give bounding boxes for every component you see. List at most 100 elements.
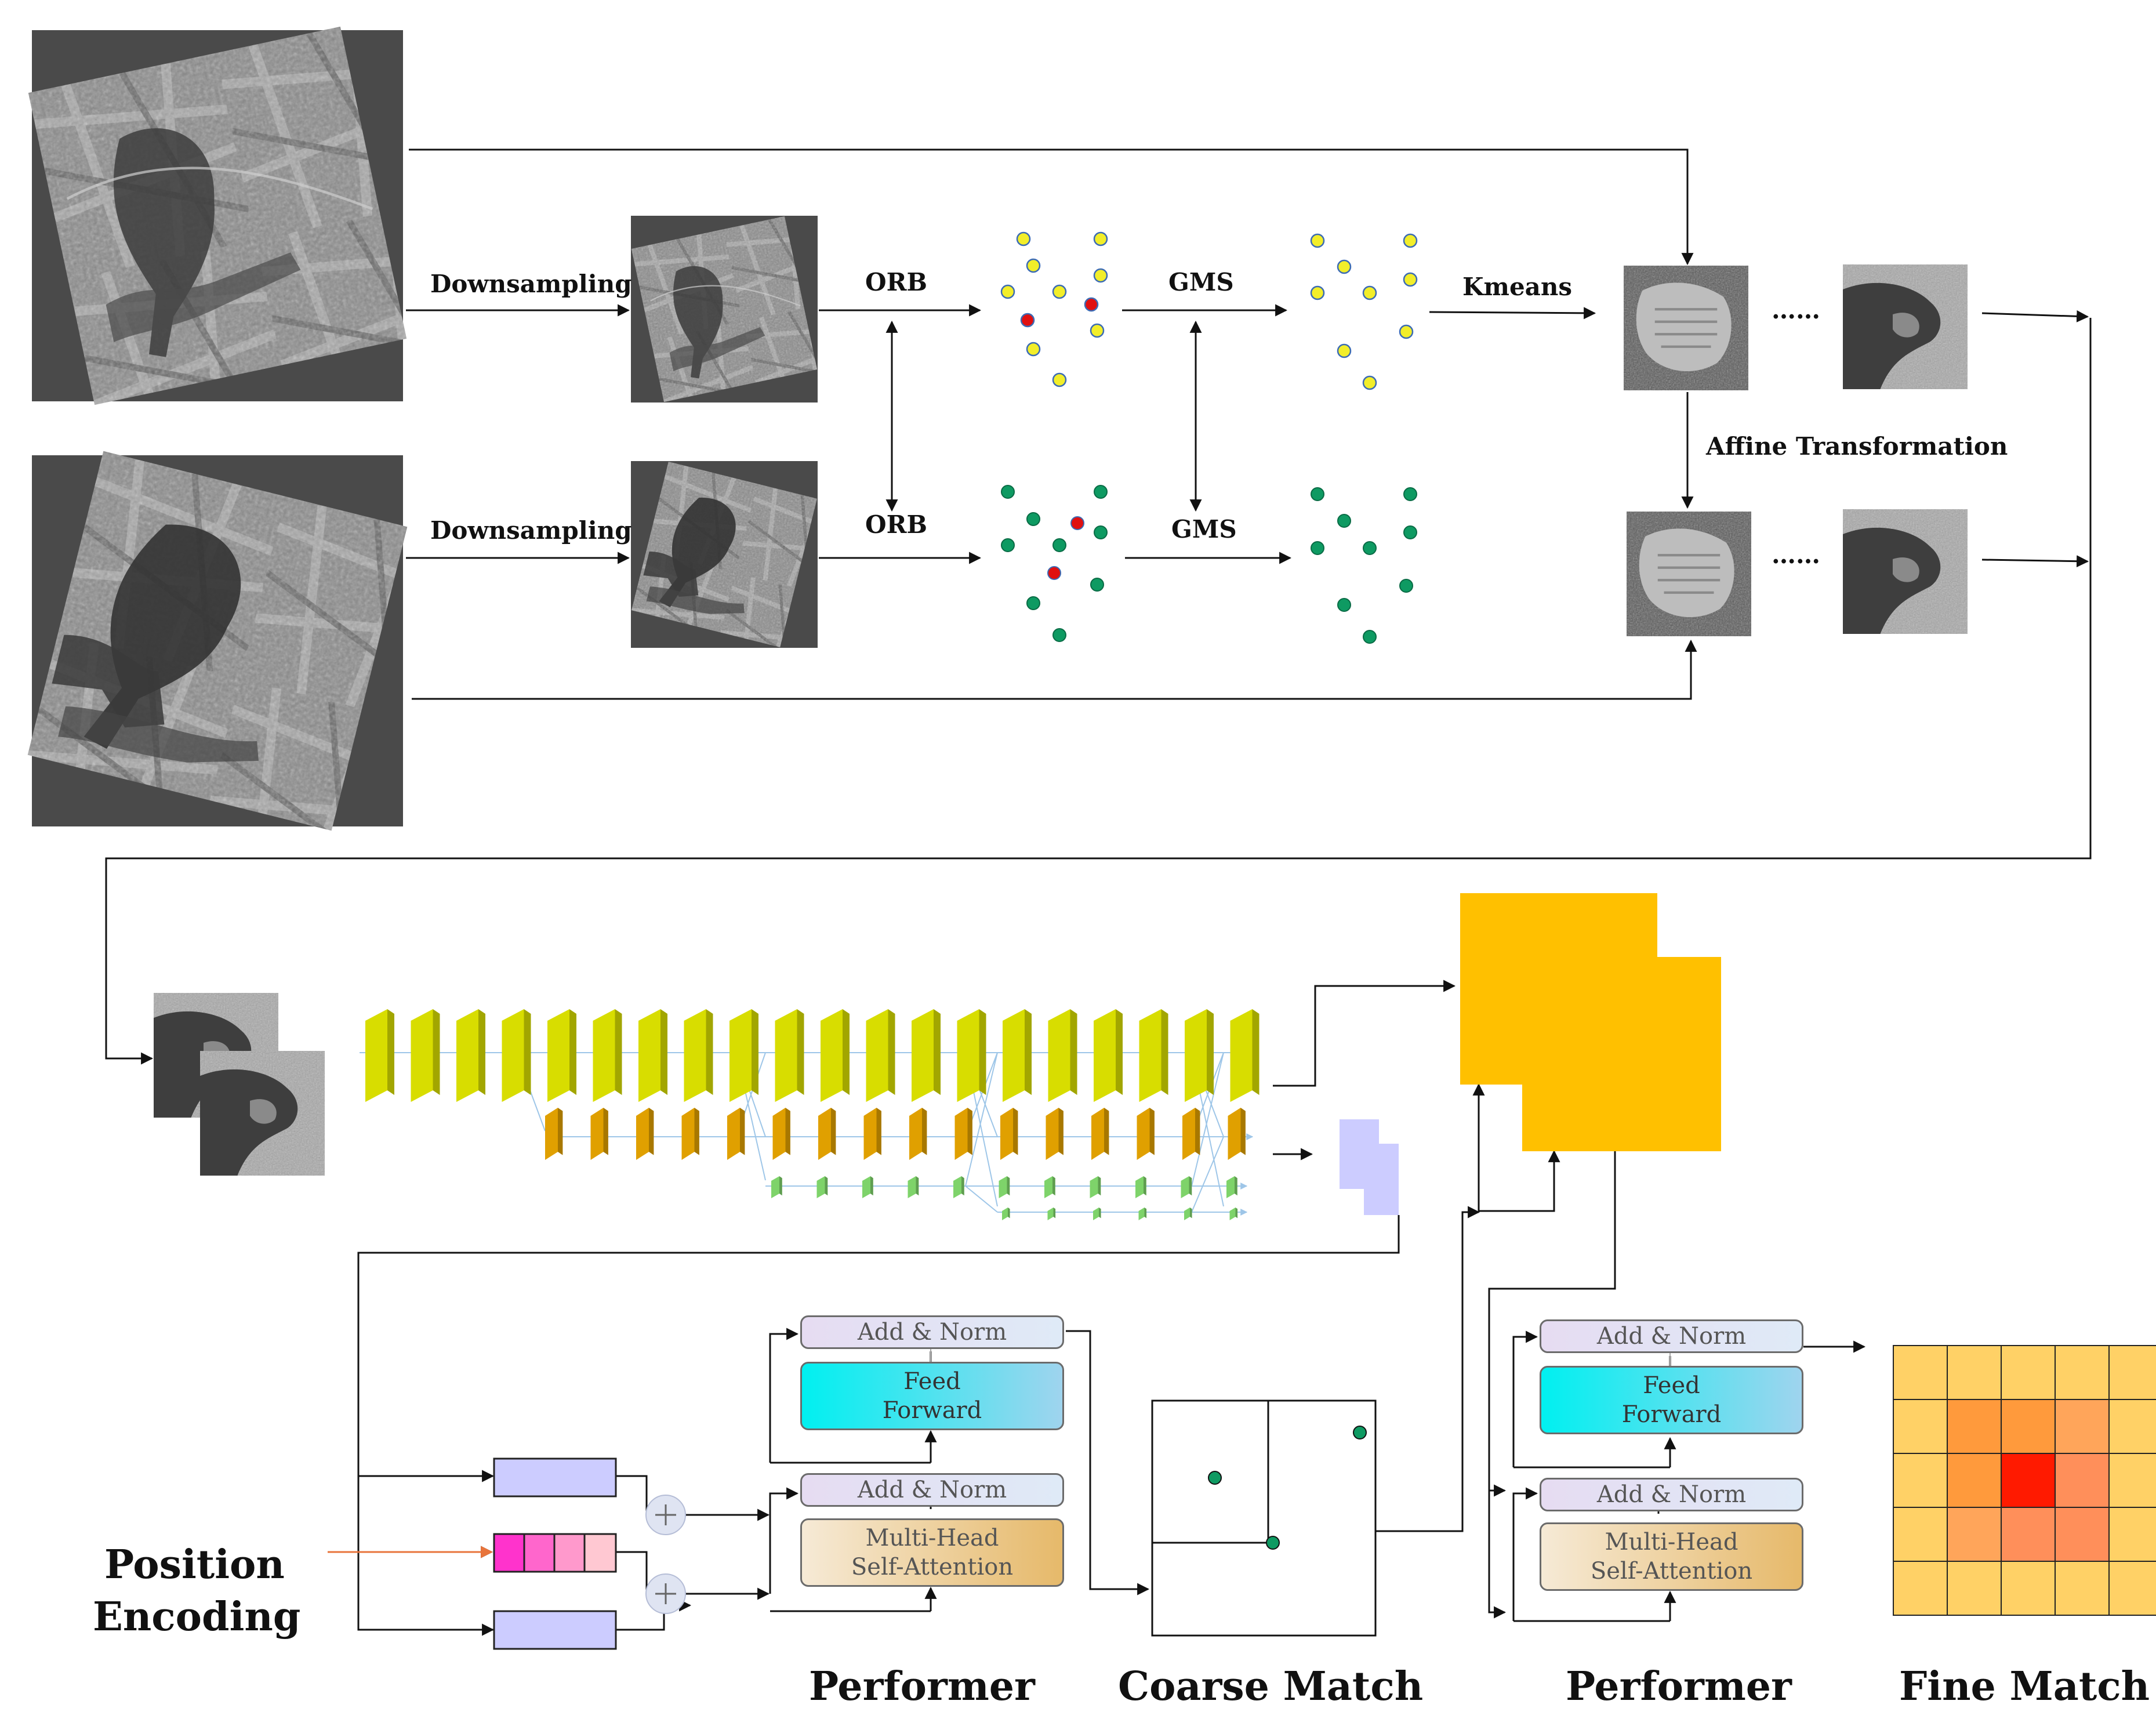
add-norm-label: Add & Norm: [1596, 1481, 1747, 1508]
coarse-match-grid: [1151, 1399, 1377, 1637]
feature-map-l1: [775, 1009, 804, 1102]
add-norm-label: Add & Norm: [857, 1319, 1007, 1346]
feature-maps-level2: [545, 1108, 1246, 1160]
keypoints-orb-sensed: [1001, 485, 1108, 642]
feature-maps-level3: [771, 1176, 1237, 1198]
feature-map-l2: [863, 1108, 881, 1160]
label-affine-transformation: Affine Transformation: [1706, 432, 2008, 460]
feature-map-l1: [547, 1009, 576, 1102]
fine-grid-cell: [1893, 1561, 1948, 1616]
mhsa-label-2: Self-Attention: [851, 1554, 1014, 1580]
feed-forward-label-2: Forward: [1621, 1401, 1722, 1428]
fine-grid-cell: [1947, 1345, 2002, 1400]
feed-forward-label-1: Feed: [1643, 1372, 1700, 1399]
feature-map-l3: [1135, 1176, 1146, 1198]
patch-reference-n: [1843, 264, 1968, 389]
feature-map-l3: [816, 1176, 828, 1198]
fine-grid-cell: [2108, 1507, 2156, 1562]
downsampled-image-sensed: [631, 461, 818, 648]
feature-map-l1: [411, 1009, 440, 1102]
fine-grid-cell: [2108, 1561, 2156, 1616]
coarse-feature-map: [1460, 893, 1721, 1151]
feature-map-l1: [502, 1009, 531, 1102]
patch-sensed-n: [1843, 509, 1968, 634]
label-fine-match: Fine Match: [1899, 1663, 2150, 1710]
fine-grid-cell: [2001, 1399, 2056, 1454]
label-position-line2: Encoding: [93, 1594, 301, 1640]
fine-grid-cell: [1893, 1507, 1948, 1562]
label-gms-top: GMS: [1168, 268, 1234, 296]
fine-grid-cell: [2001, 1561, 2056, 1616]
feature-map-l4: [1093, 1208, 1101, 1220]
position-encoding-token: [493, 1533, 617, 1573]
feature-map-l2: [1182, 1108, 1200, 1160]
feature-token-bottom: [493, 1610, 617, 1650]
feature-map-l2: [545, 1108, 563, 1160]
feature-map-l2: [909, 1108, 927, 1160]
feature-map-l1: [365, 1009, 394, 1102]
feature-map-l4: [1002, 1208, 1010, 1220]
feed-forward-label-2: Forward: [882, 1397, 982, 1424]
label-orb-top: ORB: [865, 268, 927, 296]
fine-feature-map: [1340, 1119, 1399, 1215]
fine-grid-cell: [2055, 1399, 2110, 1454]
fine-grid-cell: [1947, 1399, 2002, 1454]
fine-grid-cell: [2108, 1399, 2156, 1454]
ellipsis-bottom: ……: [1772, 541, 1820, 569]
label-kmeans: Kmeans: [1462, 273, 1573, 301]
feature-map-l3: [1044, 1176, 1055, 1198]
feature-map-l2: [954, 1108, 972, 1160]
label-coarse-match: Coarse Match: [1118, 1663, 1424, 1710]
mhsa-label-1: Multi-Head: [865, 1525, 999, 1551]
patch-reference-1: [1624, 266, 1748, 390]
fine-grid-cell: [2001, 1345, 2056, 1400]
fine-grid-cell: [2001, 1507, 2056, 1562]
mhsa-label-2: Self-Attention: [1590, 1558, 1753, 1584]
fine-grid-cell: [2055, 1507, 2110, 1562]
fine-grid-cell: [1893, 1453, 1948, 1508]
feature-map-l1: [957, 1009, 986, 1102]
feature-map-l3: [1226, 1176, 1237, 1198]
feature-map-l1: [821, 1009, 850, 1102]
downsampled-image-reference: [631, 216, 818, 403]
feature-map-l4: [1047, 1208, 1056, 1220]
sar-image-reference: [28, 27, 406, 405]
performer-left-add-norm-bottom: Add & Norm: [800, 1473, 1064, 1507]
label-position-line1: Position: [104, 1542, 285, 1588]
performer-left-add-norm-top: Add & Norm: [800, 1315, 1064, 1349]
feature-map-l2: [681, 1108, 699, 1160]
input-patch-pair: [154, 993, 325, 1176]
fine-grid-cell: [1947, 1507, 2002, 1562]
feature-map-l1: [1185, 1009, 1214, 1102]
feature-map-l2: [590, 1108, 608, 1160]
keypoints-gms-sensed: [1311, 487, 1417, 644]
label-gms-bottom: GMS: [1171, 515, 1237, 543]
feature-map-l2: [1228, 1108, 1246, 1160]
feature-map-l1: [593, 1009, 622, 1102]
label-performer-left: Performer: [809, 1663, 1035, 1710]
feature-map-l2: [772, 1108, 790, 1160]
fine-grid-cell: [1947, 1561, 2002, 1616]
feature-map-l1: [912, 1009, 941, 1102]
feature-map-l3: [771, 1176, 782, 1198]
feature-map-l1: [638, 1009, 667, 1102]
label-orb-bottom: ORB: [865, 510, 927, 539]
feature-map-l2: [1000, 1108, 1018, 1160]
feature-map-l2: [818, 1108, 836, 1160]
fine-grid-cell: [1893, 1399, 1948, 1454]
add-norm-label: Add & Norm: [1596, 1323, 1747, 1350]
feature-map-l1: [1230, 1009, 1260, 1102]
feature-map-l2: [1137, 1108, 1155, 1160]
feature-map-l1: [1139, 1009, 1168, 1102]
feature-map-l1: [866, 1009, 895, 1102]
keypoints-orb-reference: [1000, 231, 1108, 387]
feature-map-l3: [908, 1176, 919, 1198]
feature-map-l1: [1003, 1009, 1032, 1102]
label-downsampling-bottom: Downsampling: [430, 516, 632, 545]
keypoints-gms-reference: [1310, 233, 1418, 390]
feature-map-l2: [727, 1108, 745, 1160]
fine-grid-cell: [1947, 1453, 2002, 1508]
feature-map-l3: [862, 1176, 873, 1198]
